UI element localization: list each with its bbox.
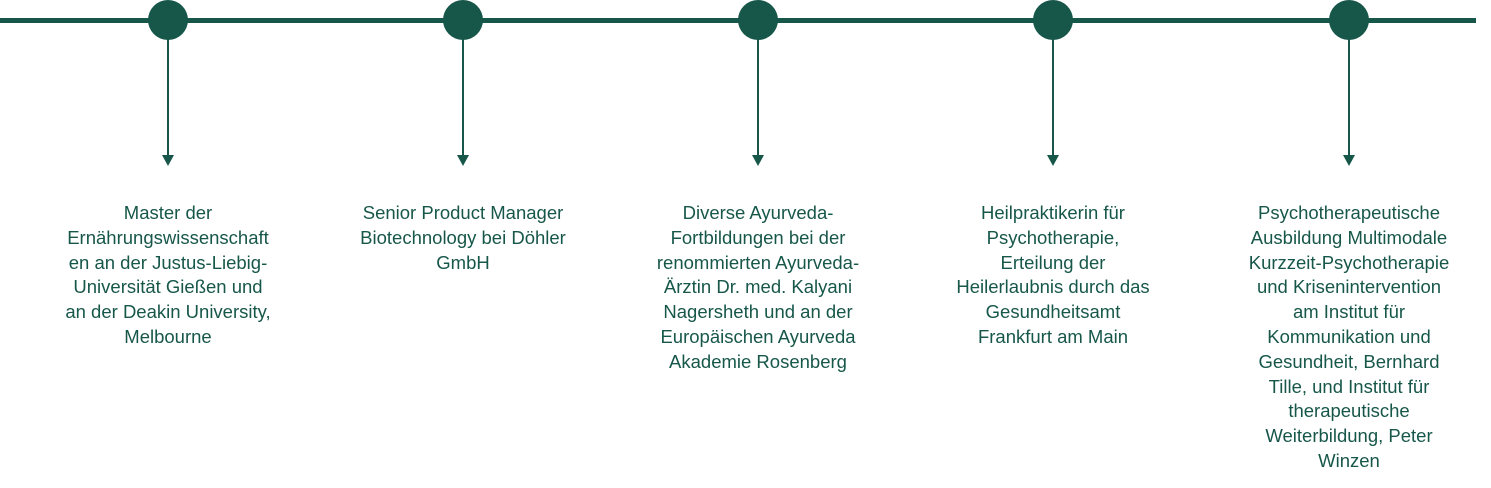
arrow-down-icon: [1343, 155, 1355, 166]
text-line: GmbH: [436, 251, 490, 273]
text-line: Winzen: [1318, 449, 1380, 471]
text-line: Ärztin Dr. med. Kalyani: [663, 276, 853, 298]
text-line: Europäischen Ayurveda: [660, 325, 856, 347]
text-line: Universität Gießen und: [73, 276, 263, 298]
text-line: Tille, und Institut für: [1268, 375, 1430, 397]
text-line: Kommunikation und: [1267, 325, 1431, 347]
text-line: Heilerlaubnis durch das: [956, 276, 1150, 298]
text-line: Biotechnology bei Döhler: [360, 226, 566, 248]
text-line: Ausbildung Multimodale: [1250, 226, 1448, 248]
arrow-down-icon: [752, 155, 764, 166]
arrow-down-icon: [1047, 155, 1059, 166]
text-line: Frankfurt am Main: [977, 325, 1129, 347]
connector-line: [1348, 38, 1350, 156]
timeline-marker-dot: [1033, 0, 1073, 40]
timeline-marker-dot: [443, 0, 483, 40]
text-line: renommierten Ayurveda-: [656, 251, 860, 273]
text-line: Kurzzeit-Psychotherapie: [1248, 251, 1450, 273]
text-line: Diverse Ayurveda-: [682, 202, 834, 223]
text-line: Heilpraktikerin für: [981, 202, 1125, 223]
text-line: Gesundheit, Bernhard: [1258, 350, 1440, 372]
timeline-marker-dot: [738, 0, 778, 40]
text-line: Akademie Rosenberg: [669, 350, 847, 372]
timeline-marker-dot: [1329, 0, 1369, 40]
text-line: und Krisenintervention: [1256, 276, 1442, 298]
text-line: Nagersheth und an der: [663, 301, 853, 323]
text-line: Psychotherapeutische: [1257, 202, 1441, 223]
text-line: Gesundheitsamt: [985, 301, 1121, 323]
text-line: Melbourne: [124, 325, 212, 347]
connector-line: [167, 38, 169, 156]
connector-line: [757, 38, 759, 156]
text-line: am Institut für: [1292, 301, 1406, 323]
connector-line: [1052, 38, 1054, 156]
text-line: Psychotherapie,: [986, 226, 1120, 248]
text-line: Fortbildungen bei der: [670, 226, 846, 248]
text-line: en an der Justus-Liebig-: [68, 251, 268, 273]
arrow-down-icon: [162, 155, 174, 166]
text-line: Ernährungswissenschaft: [67, 226, 269, 248]
text-line: an der Deakin University,: [65, 301, 271, 323]
text-line: Weiterbildung, Peter: [1265, 425, 1433, 447]
text-line: Master der: [123, 202, 213, 223]
connector-line: [462, 38, 464, 156]
text-line: therapeutische: [1288, 400, 1410, 422]
text-line: Senior Product Manager: [362, 202, 564, 223]
arrow-down-icon: [457, 155, 469, 166]
timeline-marker-dot: [148, 0, 188, 40]
timeline-entry-text: Diverse Ayurveda- Fortbildungen bei der re…: [618, 201, 898, 375]
text-line: Erteilung der: [1000, 251, 1106, 273]
